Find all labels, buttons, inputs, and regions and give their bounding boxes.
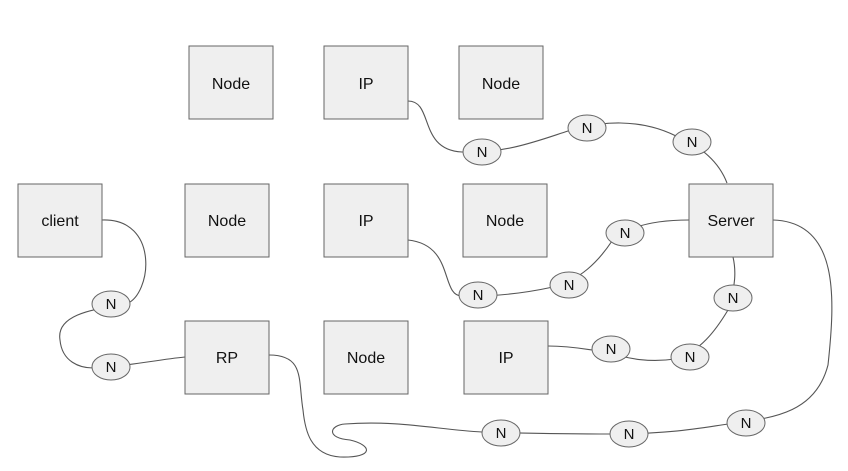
node-box-label: Node: [347, 350, 385, 367]
hop-node-mid-2[interactable]: N: [549, 271, 589, 299]
hop-node-label: N: [582, 120, 593, 137]
hop-node-label: N: [685, 349, 696, 366]
hop-node-label: N: [624, 426, 635, 443]
hop-node-label: N: [687, 134, 698, 151]
hop-node-label: N: [741, 415, 752, 432]
node-box-mid-1[interactable]: Node: [184, 183, 270, 258]
ip-box-mid[interactable]: IP: [323, 183, 409, 258]
rp-box[interactable]: RP: [184, 320, 270, 395]
hop-node-label: N: [606, 341, 617, 358]
server-box[interactable]: Server: [688, 183, 774, 258]
hop-node-bottom-2[interactable]: N: [609, 420, 649, 448]
ip-box-label: IP: [358, 76, 373, 93]
hop-node-right-3[interactable]: N: [713, 284, 753, 312]
node-box-label: Node: [486, 213, 524, 230]
hop-node-label: N: [620, 225, 631, 242]
boxes: Node IP Node client Node IP Node Serve: [17, 45, 774, 395]
hop-node-label: N: [728, 290, 739, 307]
hop-node-label: N: [496, 425, 507, 442]
ip-box-bottom[interactable]: IP: [463, 320, 549, 395]
hop-node-right-2[interactable]: N: [670, 343, 710, 371]
hop-node-bottom-3[interactable]: N: [726, 409, 766, 437]
hop-node-label: N: [473, 287, 484, 304]
hop-node-label: N: [477, 144, 488, 161]
hop-nodes: N N N N N N N N: [91, 114, 766, 448]
hop-node-label: N: [106, 359, 117, 376]
node-box-top-1[interactable]: Node: [188, 45, 274, 120]
hop-node-left-1[interactable]: N: [91, 290, 131, 318]
hop-node-left-2[interactable]: N: [91, 353, 131, 381]
ip-box-label: IP: [358, 213, 373, 230]
hop-node-top-3[interactable]: N: [672, 128, 712, 156]
node-box-bottom[interactable]: Node: [323, 320, 409, 395]
node-box-label: Node: [212, 76, 250, 93]
hop-node-mid-1[interactable]: N: [458, 281, 498, 309]
wire-ip-mid-to-server: [407, 219, 690, 297]
hop-node-label: N: [106, 296, 117, 313]
node-box-label: Node: [208, 213, 246, 230]
server-box-label: Server: [707, 213, 755, 230]
ip-box-top[interactable]: IP: [323, 45, 409, 120]
node-box-top-2[interactable]: Node: [458, 45, 544, 120]
hop-node-right-1[interactable]: N: [591, 335, 631, 363]
ip-box-label: IP: [498, 350, 513, 367]
hop-node-label: N: [564, 277, 575, 294]
node-box-mid-2[interactable]: Node: [462, 183, 548, 258]
rp-box-label: RP: [216, 350, 238, 367]
client-box[interactable]: client: [17, 183, 103, 258]
node-box-label: Node: [482, 76, 520, 93]
client-box-label: client: [41, 213, 79, 230]
connections: [59, 100, 833, 458]
hop-node-top-1[interactable]: N: [462, 138, 502, 166]
hop-node-mid-3[interactable]: N: [605, 219, 645, 247]
hop-node-top-2[interactable]: N: [567, 114, 607, 142]
hop-node-bottom-1[interactable]: N: [481, 419, 521, 447]
